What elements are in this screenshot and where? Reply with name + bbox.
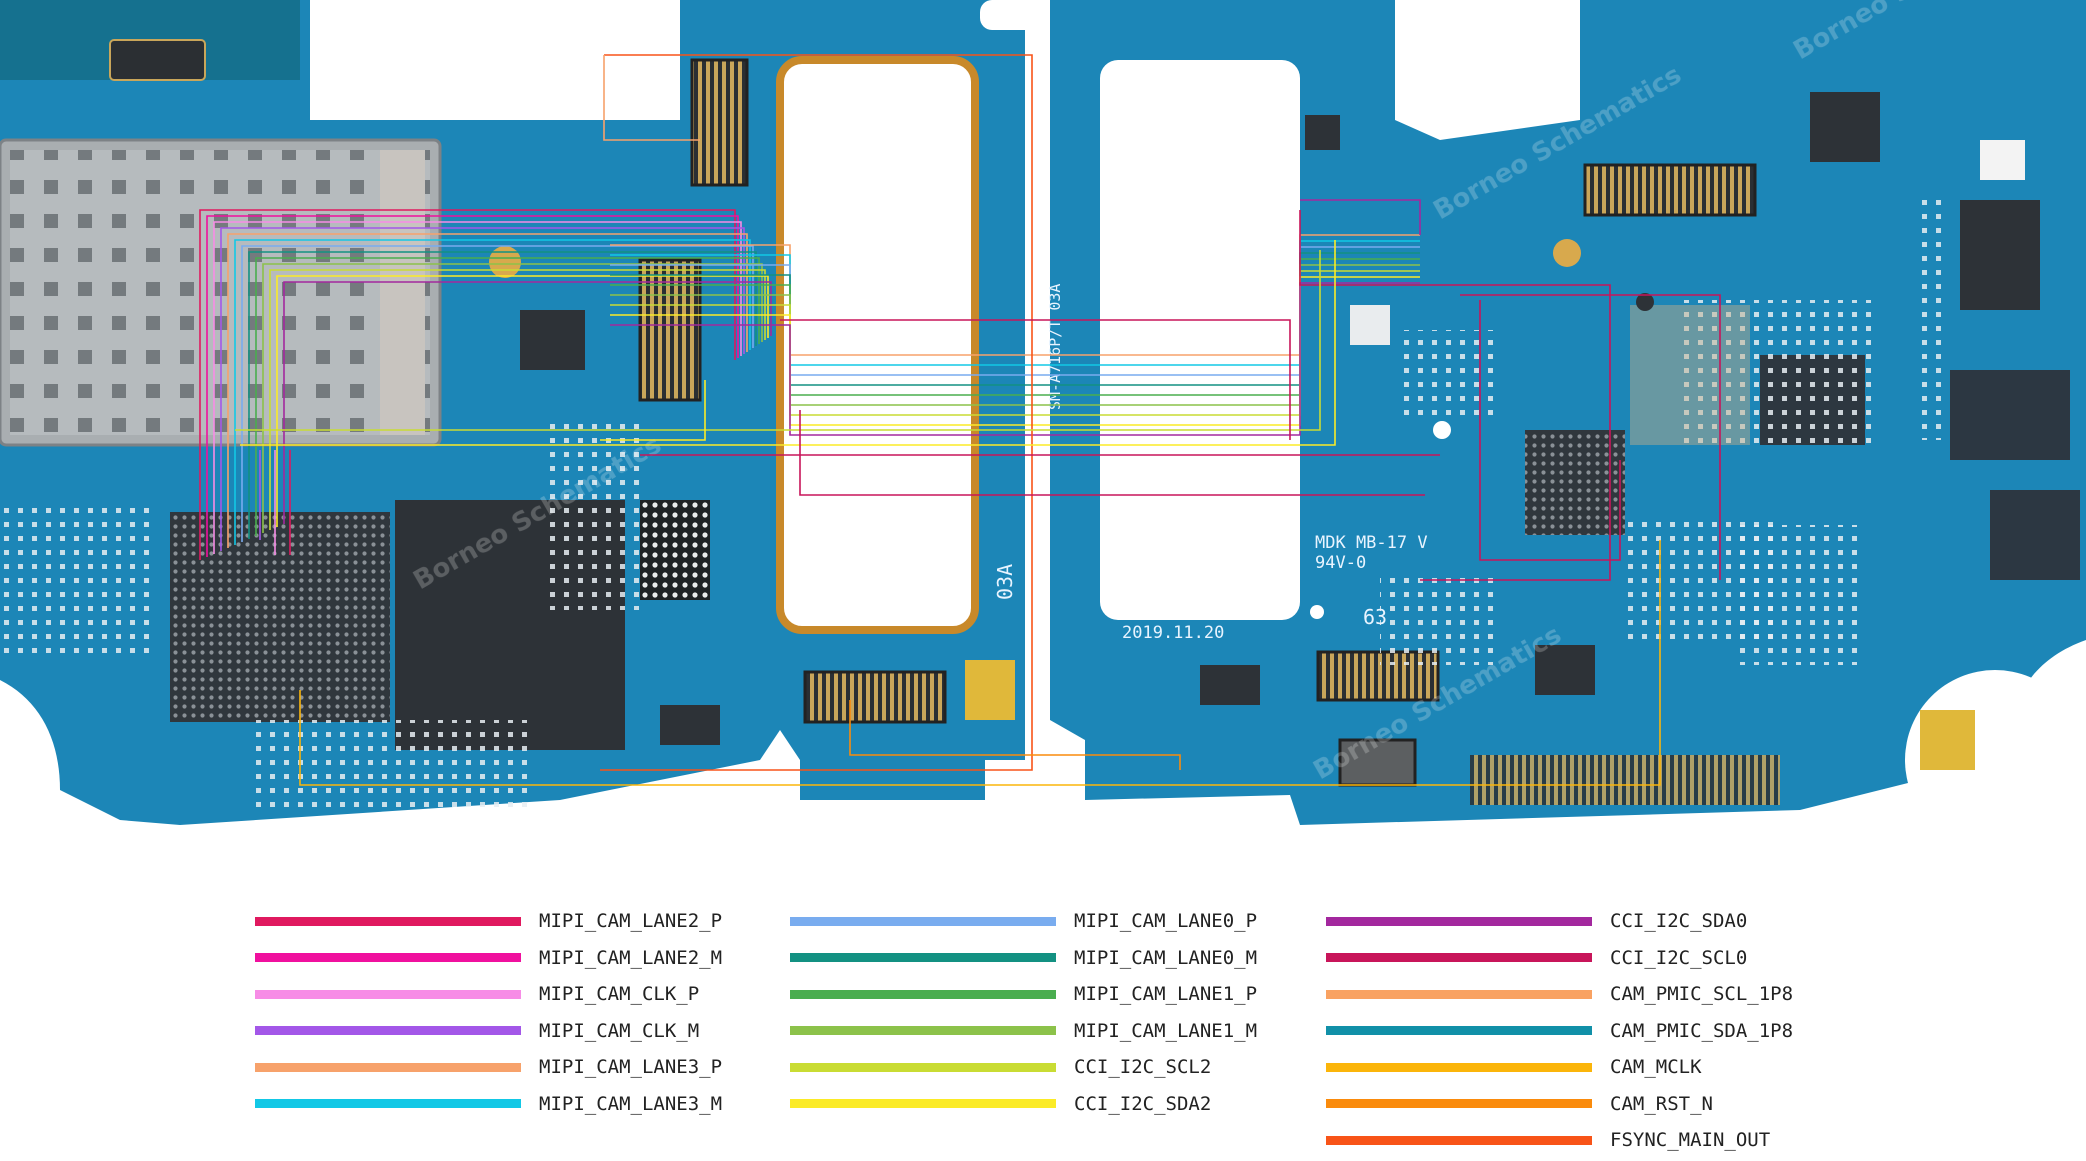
- legend-item: CCI_I2C_SCL2: [790, 1054, 1211, 1080]
- trace: [610, 246, 1420, 376]
- legend-swatch: [1326, 916, 1592, 926]
- legend-item: CAM_PMIC_SCL_1P8: [1326, 981, 1793, 1007]
- legend-item: MIPI_CAM_LANE3_P: [255, 1054, 722, 1080]
- trace: [1479, 300, 1621, 561]
- trace: [600, 54, 1033, 771]
- trace: [220, 227, 745, 551]
- legend-swatch: [1326, 1099, 1592, 1108]
- model-marking: SM-A716P/T 03A: [1046, 284, 1064, 410]
- legend-item: MIPI_CAM_LANE0_P: [790, 908, 1257, 934]
- trace: [1460, 294, 1721, 580]
- legend-swatch: [790, 916, 1056, 926]
- legend-item: MIPI_CAM_CLK_P: [255, 981, 699, 1007]
- flammability-marking: 94V-0: [1315, 553, 1366, 573]
- legend-swatch: [255, 1099, 521, 1108]
- legend-item: CCI_I2C_SCL0: [1326, 945, 1747, 971]
- legend-label: MIPI_CAM_LANE3_M: [539, 1092, 723, 1115]
- trace: [235, 250, 1321, 431]
- legend-label: CAM_RST_N: [1610, 1092, 1713, 1115]
- trace: [227, 233, 748, 548]
- legend-swatch: [790, 1026, 1056, 1035]
- legend-label: MIPI_CAM_CLK_M: [539, 1019, 700, 1042]
- trace: [1299, 210, 1611, 581]
- legend-swatch: [1326, 953, 1592, 962]
- legend-label: CCI_I2C_SCL0: [1610, 946, 1748, 969]
- trace: [213, 221, 742, 554]
- legend-label: MIPI_CAM_LANE2_P: [539, 910, 723, 932]
- legend-label: CCI_I2C_SCL2: [1074, 1056, 1212, 1078]
- trace: [849, 700, 1181, 770]
- legend-item: FSYNC_MAIN_OUT: [1326, 1127, 1770, 1153]
- legend-item: CCI_I2C_SDA0: [1326, 908, 1747, 934]
- legend-swatch: [790, 1062, 1056, 1072]
- legend-item: MIPI_CAM_LANE0_M: [790, 945, 1257, 971]
- legend-swatch: [790, 989, 1056, 999]
- legend-item: MIPI_CAM_LANE1_M: [790, 1018, 1257, 1044]
- legend-item: CAM_MCLK: [1326, 1054, 1702, 1080]
- legend-swatch: [1326, 989, 1592, 999]
- trace: [248, 251, 757, 539]
- pcb-board-diagram: SM-A716P/T 03A 03A MDK MB-17 V 94V-0 201…: [0, 0, 2086, 825]
- legend-item: CCI_I2C_SDA2: [790, 1091, 1211, 1117]
- legend-swatch: [1326, 1135, 1592, 1145]
- legend-swatch: [790, 1099, 1056, 1108]
- trace: [206, 215, 739, 557]
- legend-label: FSYNC_MAIN_OUT: [1610, 1129, 1771, 1151]
- legend-item: CAM_PMIC_SDA_1P8: [1326, 1018, 1793, 1044]
- legend-swatch: [255, 989, 521, 999]
- legend-label: CAM_MCLK: [1610, 1056, 1702, 1078]
- legend-label: MIPI_CAM_LANE1_M: [1074, 1019, 1258, 1042]
- legend-label: CAM_PMIC_SCL_1P8: [1610, 983, 1794, 1005]
- num-marking: 63: [1363, 605, 1387, 629]
- legend-item: CAM_RST_N: [1326, 1091, 1713, 1117]
- sim-tray: [0, 138, 442, 447]
- legend-item: MIPI_CAM_CLK_M: [255, 1018, 699, 1044]
- legend-swatch: [1326, 1026, 1592, 1035]
- legend-label: MIPI_CAM_LANE0_P: [1074, 910, 1258, 932]
- signal-traces: [199, 54, 1721, 786]
- trace: [610, 240, 1420, 366]
- date-marking: 2019.11.20: [1122, 623, 1224, 643]
- legend-label: MIPI_CAM_LANE2_M: [539, 946, 723, 969]
- legend-swatch: [1326, 1062, 1592, 1072]
- legend-swatch: [255, 1062, 521, 1072]
- legend-swatch: [255, 916, 521, 926]
- legend-item: MIPI_CAM_LANE1_P: [790, 981, 1257, 1007]
- board-markings: SM-A716P/T 03A 03A MDK MB-17 V 94V-0 201…: [993, 284, 1428, 643]
- legend-label: MIPI_CAM_LANE0_M: [1074, 946, 1258, 969]
- trace: [283, 281, 772, 524]
- legend-swatch: [255, 953, 521, 962]
- trace: [780, 319, 1291, 440]
- trace: [1300, 199, 1421, 235]
- trace: [600, 380, 706, 441]
- legend-swatch: [790, 953, 1056, 962]
- legend-label: MIPI_CAM_CLK_P: [539, 983, 700, 1005]
- legend-item: MIPI_CAM_LANE3_M: [255, 1091, 722, 1117]
- trace: [255, 257, 760, 536]
- rev-marking: 03A: [993, 564, 1017, 600]
- legend-item: MIPI_CAM_LANE2_P: [255, 908, 722, 934]
- trace: [299, 540, 1661, 786]
- board-connectors: [109, 39, 1780, 805]
- legend-label: CCI_I2C_SDA0: [1610, 910, 1748, 932]
- legend-swatch: [255, 1026, 521, 1035]
- trace: [799, 410, 1425, 496]
- legend-label: MIPI_CAM_LANE3_P: [539, 1056, 723, 1078]
- trace: [240, 240, 1336, 446]
- trace: [603, 55, 700, 141]
- trace: [241, 245, 754, 542]
- legend-item: MIPI_CAM_LANE2_M: [255, 945, 722, 971]
- trace: [276, 275, 769, 527]
- trace: [610, 234, 1420, 356]
- trace: [262, 263, 763, 533]
- mdk-marking: MDK MB-17 V: [1315, 533, 1428, 553]
- legend-label: CAM_PMIC_SDA_1P8: [1610, 1019, 1794, 1042]
- board-components: [0, 140, 2025, 810]
- legend-label: MIPI_CAM_LANE1_P: [1074, 983, 1258, 1005]
- legend-label: CCI_I2C_SDA2: [1074, 1092, 1212, 1115]
